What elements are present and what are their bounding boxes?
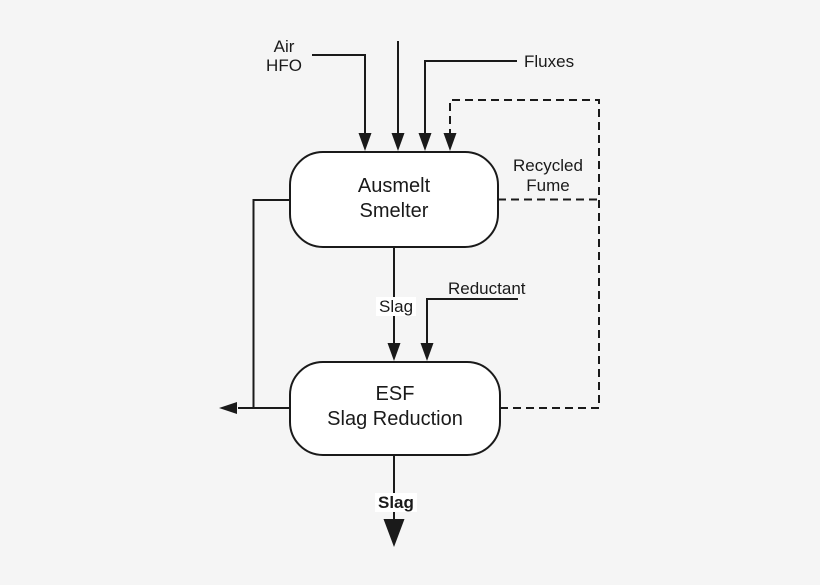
reductant-feed-line	[426, 298, 518, 346]
esf-slag-reduction-node	[289, 361, 501, 456]
left-output-arrowhead	[219, 402, 237, 414]
slag-transfer-arrowhead	[387, 343, 401, 361]
slag-output-arrowhead	[383, 519, 405, 547]
esf-node-label-line1: ESF	[375, 383, 415, 405]
recycled-label-line1: Recycled	[513, 156, 583, 175]
air-hfo-arrowhead	[358, 133, 372, 151]
fluxes-feed-line	[424, 60, 517, 136]
ausmelt-smelter-node-label: Ausmelt Smelter	[290, 174, 498, 224]
ausmelt-node-label-line1: Ausmelt	[357, 175, 431, 197]
recycled-fume-label: Recycled Fume	[508, 156, 588, 196]
ausmelt-smelter-node	[289, 151, 499, 248]
slag-intermediate-label: Slag	[376, 297, 417, 316]
esf-node-label: ESF Slag Reduction	[290, 382, 500, 432]
ausmelt-node-label-line2: Smelter	[359, 200, 429, 222]
recycled-fume-arrowhead	[443, 133, 457, 151]
air-hfo-label: Air HFO	[254, 37, 314, 75]
fluxes-arrowhead	[418, 133, 432, 151]
hfo-label: HFO	[266, 56, 302, 75]
reductant-arrowhead	[420, 343, 434, 361]
reductant-label: Reductant	[448, 279, 526, 298]
air-label: Air	[273, 37, 295, 56]
esf-node-label-line2: Slag Reduction	[327, 408, 463, 430]
recycled-label-line2: Fume	[526, 176, 570, 195]
air-hfo-feed-line	[312, 54, 366, 136]
recycled-fume-loop-line	[449, 99, 600, 409]
feed-arrowhead	[391, 133, 405, 151]
left-output-line	[238, 199, 290, 409]
fluxes-label: Fluxes	[524, 52, 575, 71]
slag-output-label: Slag	[375, 493, 417, 512]
